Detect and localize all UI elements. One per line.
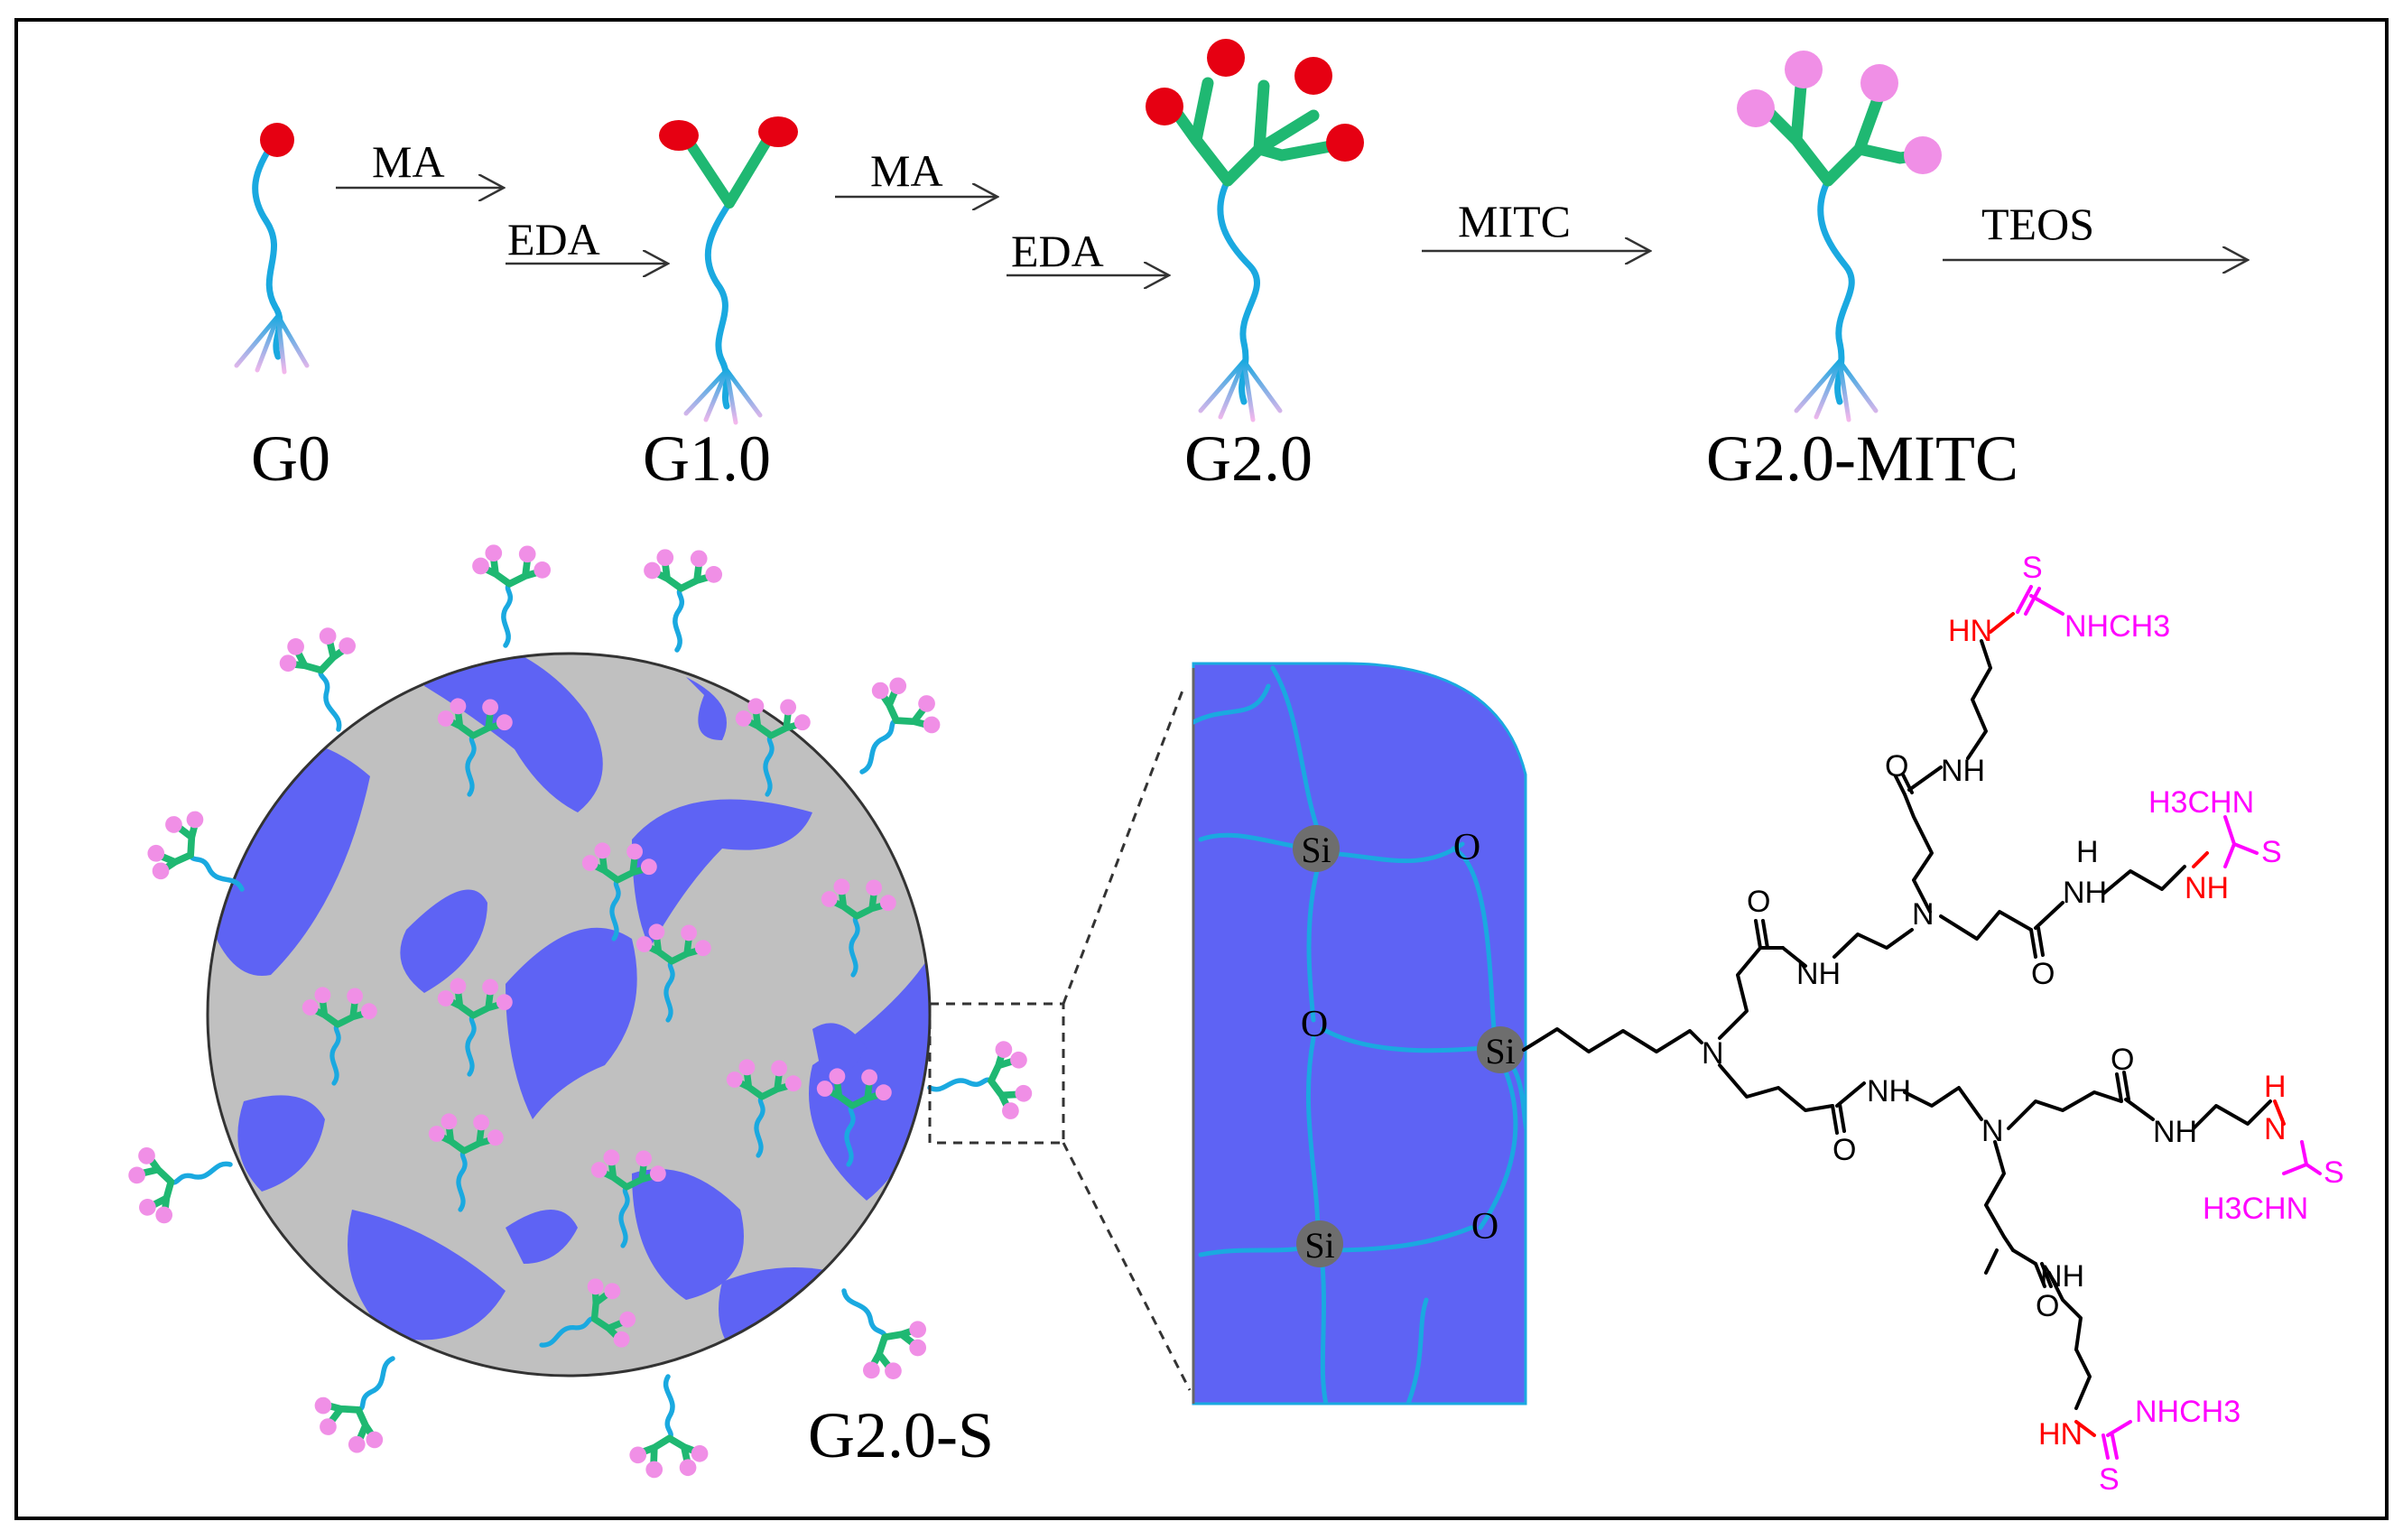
carbonyl-o-label: O (1885, 749, 1908, 784)
label-g0: G0 (251, 422, 330, 495)
amine-end-icon (1294, 57, 1332, 95)
thiourea-tail-label: H3CHN (2203, 1192, 2308, 1226)
thiourea-tail-label: NHCH3 (2064, 609, 2170, 644)
g1-molecule (659, 116, 798, 425)
zoom-callout: Si Si Si O O O (928, 662, 1527, 1405)
chemical-structure: N N N NH NH NH NH NH NH O O O O O O HN S… (1522, 551, 2344, 1497)
label-g2-s: G2.0-S (808, 1399, 994, 1471)
si-atom-icon (1293, 825, 1340, 872)
thiourea-head-label: H3CHN (2148, 785, 2254, 820)
silica-sphere: G2.0-S (120, 544, 1037, 1480)
thiourea-s-label: S (2261, 835, 2282, 869)
thiourea-tail-label: NHCH3 (2135, 1395, 2241, 1429)
mitc-end-icon (1737, 89, 1775, 127)
arrow-ma-eda-2: MA EDA (835, 145, 1169, 276)
thiourea-nh-label: NH (2185, 871, 2229, 905)
arrow-ma-eda-1: MA EDA (336, 136, 668, 264)
g2-molecule (1146, 39, 1364, 422)
amine-end-icon (1207, 39, 1245, 77)
carbonyl-o-label: O (1832, 1133, 1856, 1167)
arrow-label-teos: TEOS (1981, 199, 2094, 249)
arrow-label-ma: MA (870, 145, 943, 196)
amide-nh-label: NH (2153, 1115, 2197, 1149)
thiourea-n-label: N (2264, 1112, 2287, 1146)
thiourea-hn-label: HN (2038, 1417, 2083, 1452)
amine-n-label: N (1702, 1036, 1724, 1071)
thiourea-hn-label: HN (1948, 614, 1992, 648)
amide-nh-label: NH (1867, 1074, 1911, 1109)
arrow-label-ma: MA (372, 136, 445, 187)
label-g2-mitc: G2.0-MITC (1706, 422, 2018, 495)
arrow-mitc: MITC (1422, 196, 1650, 251)
g2-mitc-molecule (1737, 51, 1942, 422)
carbonyl-o-label: O (1747, 885, 1770, 919)
amine-end-icon (1326, 124, 1364, 162)
synthesis-scheme: MA EDA MA EDA (234, 39, 2248, 495)
carbonyl-o-label: O (2036, 1289, 2059, 1323)
si-atom-icon (1477, 1026, 1524, 1073)
si-label: Si (1304, 1225, 1334, 1266)
si-atom-icon (1296, 1220, 1343, 1267)
g0-molecule (234, 123, 310, 375)
thiourea-s-label: S (2324, 1155, 2344, 1190)
amide-nh-label: NH (2063, 876, 2107, 910)
oxygen-label: O (1471, 1206, 1498, 1248)
mitc-end-icon (1785, 51, 1823, 88)
oxygen-label: O (1301, 1004, 1328, 1045)
amine-end-icon (758, 116, 798, 147)
amide-nh-label: NH (1796, 957, 1841, 991)
amine-end-icon (1146, 88, 1183, 125)
arrow-label-eda: EDA (1011, 226, 1104, 276)
amine-n-label: N (1912, 897, 1934, 932)
label-g2: G2.0 (1184, 422, 1313, 495)
label-g1: G1.0 (643, 422, 771, 495)
amine-end-icon (260, 123, 294, 157)
mitc-end-icon (1860, 64, 1898, 102)
mitc-end-icon (1904, 136, 1942, 174)
thiourea-s-label: S (2022, 551, 2043, 585)
amide-nh-label: NH (1941, 754, 1985, 788)
si-label: Si (1485, 1031, 1515, 1072)
si-label: Si (1301, 830, 1331, 870)
amide-nh-label: NH (2040, 1259, 2084, 1294)
carbonyl-o-label: O (2111, 1043, 2134, 1077)
thiourea-s-label: S (2099, 1462, 2120, 1497)
carbonyl-o-label: O (2031, 957, 2055, 991)
arrow-teos: TEOS (1943, 199, 2248, 260)
oxygen-label: O (1453, 827, 1480, 868)
amine-end-icon (659, 120, 699, 151)
thiourea-h-label: H (2264, 1070, 2287, 1104)
arrow-label-eda: EDA (507, 214, 600, 264)
amine-n-label: N (1981, 1114, 2004, 1148)
arrow-label-mitc: MITC (1458, 196, 1571, 246)
thiourea-h-label: H (2076, 835, 2099, 869)
